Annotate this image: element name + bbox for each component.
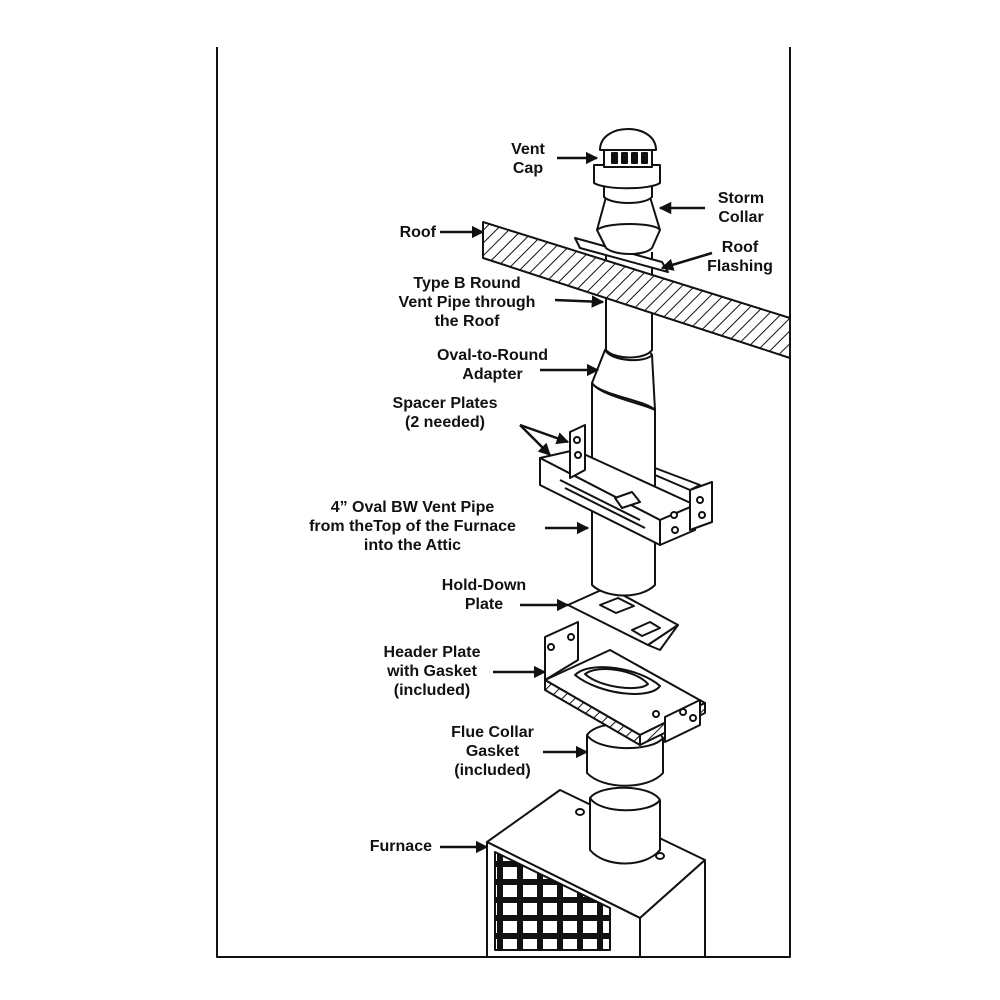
hold-down-plate <box>567 586 679 651</box>
vent-cap-part <box>593 128 661 204</box>
label-spacer-plates: Spacer Plates (2 needed) <box>392 395 498 431</box>
label-type-b-round-vent-pipe: Type B Round Vent Pipe through the Roof <box>398 275 536 330</box>
roof-section <box>482 221 791 359</box>
furnace-flue-collar <box>589 786 661 865</box>
roof-flashing-arrow <box>660 251 713 271</box>
label-storm-collar: Storm Collar <box>717 190 765 226</box>
label-oval-bw-vent-pipe: 4” Oval BW Vent Pipe from theTop of the … <box>309 499 516 554</box>
label-vent-cap: Vent Cap <box>511 141 545 177</box>
spacer-arrow-2 <box>519 424 551 456</box>
label-oval-to-round-adapter: Oval-to-Round Adapter <box>436 347 549 383</box>
header-plate <box>544 621 706 746</box>
spacer-arrow-1 <box>519 423 570 445</box>
label-roof: Roof <box>399 224 436 241</box>
label-flue-collar-gasket: Flue Collar Gasket (included) <box>451 724 534 779</box>
type-b-arrow <box>554 295 605 308</box>
spacer-plate-upper <box>569 424 713 534</box>
label-furnace: Furnace <box>369 838 432 855</box>
label-header-plate: Header Plate with Gasket (included) <box>383 644 481 699</box>
label-roof-flashing: Roof Flashing <box>707 239 773 275</box>
label-hold-down-plate: Hold-Down Plate <box>441 577 527 613</box>
